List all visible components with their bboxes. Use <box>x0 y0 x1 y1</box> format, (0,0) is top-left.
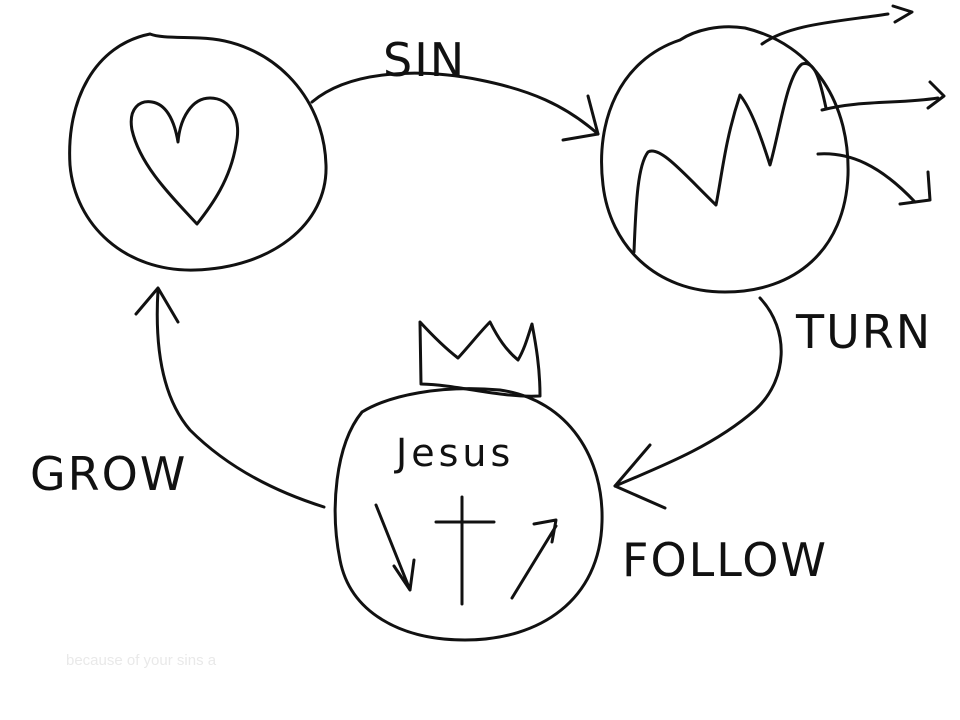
cross-icon <box>434 495 496 606</box>
turn-label: TURN <box>795 305 932 359</box>
turn-arrow <box>613 296 783 510</box>
sin-arrow <box>310 71 600 142</box>
sin-label: SIN <box>383 33 466 87</box>
down-arrow-icon <box>374 503 416 592</box>
jesus-circle <box>333 387 604 642</box>
grow-label: GROW <box>30 447 187 501</box>
heart-icon <box>129 96 239 226</box>
zigzag-icon <box>632 62 828 254</box>
sin-circle <box>600 4 946 294</box>
jesus-label: Jesus <box>394 431 514 475</box>
follow-label: FOLLOW <box>622 533 828 587</box>
grow-arrow <box>134 286 326 509</box>
crown-icon <box>418 320 542 398</box>
heart-circle <box>68 32 328 272</box>
up-arrow-icon <box>510 518 558 600</box>
caption-text: because of your sins a <box>66 652 217 669</box>
